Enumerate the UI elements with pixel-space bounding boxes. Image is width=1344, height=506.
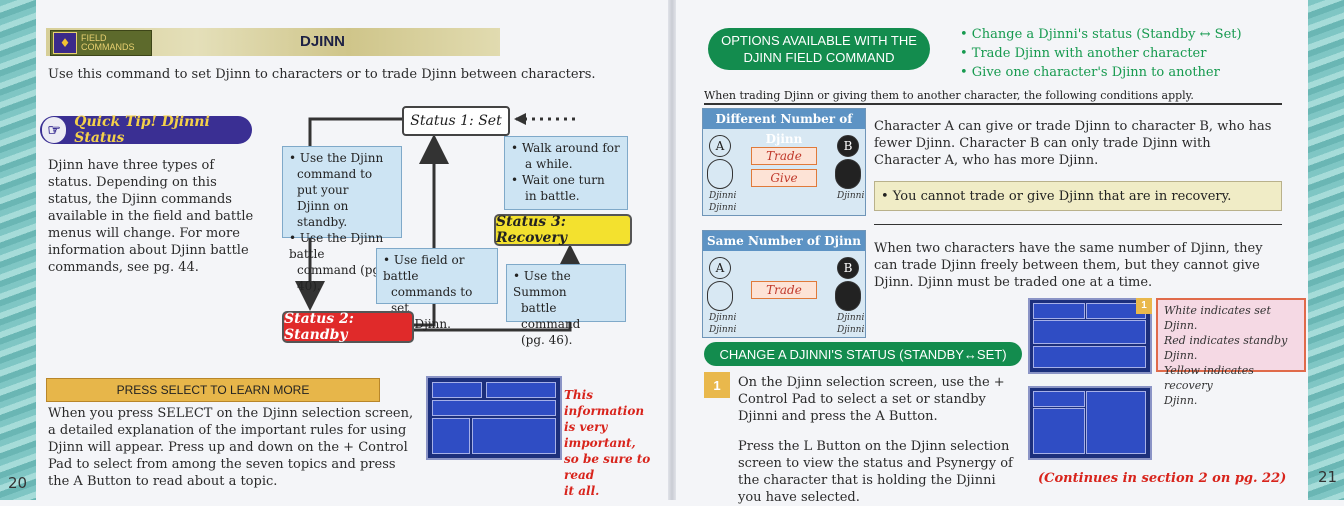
- field-commands-badge: ♦ FIELD COMMANDS: [50, 30, 152, 56]
- set-method-box: • Use field or battle commands to set th…: [376, 248, 498, 331]
- right-page-edge-decoration: [1308, 0, 1344, 500]
- screen-step-badge: 1: [1136, 298, 1152, 314]
- quick-tip-banner: ☞ Quick Tip! Djinni Status: [40, 114, 252, 146]
- continues-note: (Continues in section 2 on pg. 22): [1038, 471, 1287, 486]
- recovery-restriction-note: • You cannot trade or give Djinn that ar…: [874, 181, 1282, 211]
- left-page-edge-decoration: [0, 0, 36, 500]
- same-number-diagram: Same Number of Djinn A B Trade Djinni Dj…: [702, 230, 866, 338]
- step-number: 1: [704, 372, 730, 398]
- conditions-intro: When trading Djinn or giving them to ano…: [704, 89, 1194, 102]
- same-number-text: When two characters have the same number…: [874, 241, 1263, 290]
- change-status-heading: CHANGE A DJINNI'S STATUS (STANDBY↔SET): [704, 342, 1022, 366]
- game-screenshot-rules: [426, 376, 562, 460]
- pointing-hand-icon: ☞: [42, 117, 67, 143]
- book-spine: [668, 0, 676, 500]
- game-screenshot-djinn-select: [1028, 298, 1152, 374]
- game-screenshot-status: [1028, 386, 1152, 460]
- page-number-left: 20: [8, 474, 28, 492]
- summon-method-box: • Use the Summon battle command (pg. 46)…: [506, 264, 626, 347]
- intro-text: Use this command to set Djinn to charact…: [48, 67, 596, 82]
- press-select-body: When you press SELECT on the Djinn selec…: [48, 406, 414, 489]
- important-note: This information is very important, so b…: [564, 388, 651, 498]
- options-title: OPTIONS AVAILABLE WITH THE DJINN FIELD C…: [708, 28, 930, 70]
- tip-body: Djinn have three types of status. Depend…: [48, 158, 254, 275]
- status-recovery-label: Status 3: Recovery: [494, 214, 632, 246]
- different-number-text: Character A can give or trade Djinn to c…: [874, 119, 1272, 168]
- page-title: DJINN: [300, 33, 346, 50]
- step-1-text: On the Djinn selection screen, use the +…: [738, 375, 1005, 424]
- standby-method-box: • Use the Djinn command to put your Djin…: [282, 146, 402, 293]
- different-number-diagram: Different Number of Djinn A B Trade Give…: [702, 108, 866, 216]
- options-list: • Change a Djinni's status (Standby ↔ Se…: [960, 27, 1242, 80]
- recovery-method-box: • Walk around for a while. • Wait one tu…: [504, 136, 628, 210]
- color-legend: White indicates set Djinn. Red indicates…: [1156, 298, 1306, 407]
- l-button-text: Press the L Button on the Djinn selectio…: [738, 439, 1013, 505]
- djinn-status-diagram: • Use the Djinn command to put your Djin…: [270, 100, 670, 347]
- page-number-right: 21: [1318, 468, 1338, 486]
- status-standby-label: Status 2: Standby: [282, 311, 414, 343]
- press-select-heading: PRESS SELECT TO LEARN MORE: [46, 378, 380, 402]
- status-set-label: Status 1: Set: [402, 106, 510, 136]
- divider: [704, 103, 1282, 105]
- djinn-command-icon: ♦: [53, 32, 77, 54]
